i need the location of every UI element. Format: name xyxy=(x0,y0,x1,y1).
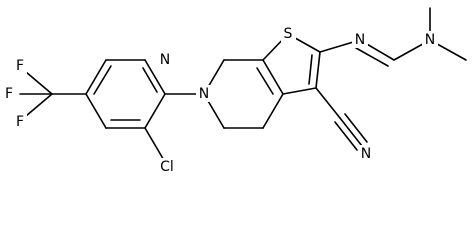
chlorine-label: Cl xyxy=(160,159,174,175)
fluorine-label-left: F xyxy=(5,86,13,102)
bond-py-1 xyxy=(85,59,107,95)
atom-labels: F F F N Cl N S xyxy=(2,25,438,175)
imine-nitrogen-label: N xyxy=(355,32,365,48)
atom-f-top: F xyxy=(13,58,27,75)
bond-c-cn xyxy=(315,87,341,119)
atom-cl: Cl xyxy=(156,158,178,175)
atom-nitrile-n: N xyxy=(358,145,374,162)
bond-c-cl xyxy=(144,127,166,163)
bond-cn-triple-b xyxy=(334,121,358,151)
bond-thp-4 xyxy=(262,93,284,129)
atom-imine-n: N xyxy=(352,31,368,48)
atom-pyridine-n: N xyxy=(157,51,173,68)
bond-cn-triple-a xyxy=(339,117,363,147)
bond-th-3-inner xyxy=(308,54,313,85)
bond-th-3 xyxy=(315,51,321,89)
fluorine-label-top: F xyxy=(16,58,24,74)
atom-ring-n: N xyxy=(196,85,212,102)
bond-cf-top xyxy=(25,71,53,95)
nitrile-nitrogen-label: N xyxy=(361,146,371,162)
atom-f-left: F xyxy=(2,86,16,103)
pyridine-nitrogen-label: N xyxy=(160,52,170,68)
ring-nitrogen-label: N xyxy=(199,86,209,102)
bond-th-4 xyxy=(282,87,317,95)
fluorine-label-bottom: F xyxy=(16,114,24,130)
bond-cn-triple-c xyxy=(344,113,368,143)
bond-py-4 xyxy=(144,93,166,129)
amine-nitrogen-label: N xyxy=(425,32,435,48)
bond-thp-3-inner xyxy=(256,67,274,95)
bond-py-6 xyxy=(85,93,107,129)
bond-thp-3 xyxy=(262,59,284,95)
atom-amine-n: N xyxy=(422,31,438,48)
bond-py-3-inner xyxy=(142,67,158,93)
bond-py-1-inner xyxy=(93,65,112,95)
bond-cf-bottom xyxy=(25,93,53,117)
atom-f-bottom: F xyxy=(13,114,27,131)
molecule-diagram: F F F N Cl N S xyxy=(2,7,467,175)
bond-imineN-ch-inner xyxy=(355,47,389,67)
bond-py-3 xyxy=(144,59,166,95)
bonds xyxy=(19,7,467,163)
atom-s: S xyxy=(281,25,296,42)
sulfur-label: S xyxy=(284,26,293,42)
molecule-structure: F F F N Cl N S xyxy=(2,7,467,175)
